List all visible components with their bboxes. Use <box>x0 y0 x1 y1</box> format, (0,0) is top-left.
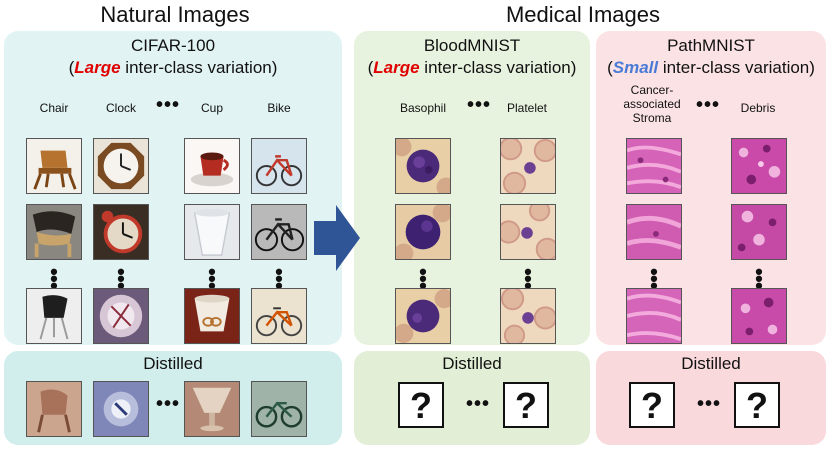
basophil-image-2 <box>395 204 451 260</box>
class-label-clock: Clock <box>105 101 136 115</box>
bloodmnist-class-ellipsis: ••• <box>466 94 491 116</box>
stroma-image-3 <box>626 288 682 344</box>
bloodmnist-title: BloodMNIST <box>423 36 521 55</box>
transition-arrow-icon <box>314 205 360 271</box>
debris-image-3 <box>731 288 787 344</box>
class-label-cup: Cup <box>200 101 223 115</box>
class-label-cancer-stroma-line2: associated <box>623 97 681 111</box>
platelet-image-1 <box>500 138 556 194</box>
cifar-variation-emphasis: Large <box>74 58 121 77</box>
cifar-variation-open: ( <box>68 58 75 77</box>
pathmnist-distilled-ellipsis: ••• <box>696 393 721 415</box>
cup-column-vdots: ••• <box>208 259 216 298</box>
class-label-debris: Debris <box>740 101 776 115</box>
pathmnist-unknown-question-1: ? <box>629 382 675 428</box>
class-label-cancer-stroma-line3: Stroma <box>632 111 672 125</box>
chair-image-3 <box>26 288 82 344</box>
class-label-bike: Bike <box>267 101 291 115</box>
bike-image-1 <box>251 138 307 194</box>
class-label-cancer-stroma-line1: Cancer- <box>630 83 674 97</box>
cup-image-2 <box>184 204 240 260</box>
class-label-platelet: Platelet <box>506 101 548 115</box>
bloodmnist-variation-emphasis: Large <box>373 58 420 77</box>
debris-image-2 <box>731 204 787 260</box>
bloodmnist-distilled-ellipsis: ••• <box>465 393 490 415</box>
cifar-distilled-label: Distilled <box>143 354 203 373</box>
chair-column-vdots: ••• <box>50 259 58 298</box>
basophil-image-3 <box>395 288 451 344</box>
bike-column-vdots: ••• <box>275 259 283 298</box>
chair-image-1 <box>26 138 82 194</box>
debris-image-1 <box>731 138 787 194</box>
cifar-variation-rest: inter-class variation) <box>120 58 278 77</box>
platelet-image-2 <box>500 204 556 260</box>
medical-images-header: Medical Images <box>505 2 661 27</box>
natural-images-header: Natural Images <box>100 2 250 27</box>
basophil-column-vdots: ••• <box>419 259 427 298</box>
cifar-distilled-ellipsis: ••• <box>155 393 180 415</box>
platelet-image-3 <box>500 288 556 344</box>
distilled-chair-image <box>26 381 82 437</box>
clock-image-1 <box>93 138 149 194</box>
bike-image-2 <box>251 204 307 260</box>
cifar-class-ellipsis: ••• <box>155 94 180 116</box>
bloodmnist-distilled-label: Distilled <box>442 354 502 373</box>
bloodmnist-distilled-panel <box>354 351 590 445</box>
basophil-image-1 <box>395 138 451 194</box>
clock-column-vdots: ••• <box>117 259 125 298</box>
bike-image-3 <box>251 288 307 344</box>
pathmnist-variation-open: ( <box>607 58 613 77</box>
clock-image-2 <box>93 204 149 260</box>
stroma-image-2 <box>626 204 682 260</box>
class-label-chair: Chair <box>39 101 69 115</box>
distilled-clock-image <box>93 381 149 437</box>
pathmnist-variation: (Small inter-class variation) <box>596 58 826 78</box>
clock-image-3 <box>93 288 149 344</box>
pathmnist-title: PathMNIST <box>667 36 755 55</box>
pathmnist-distilled-label: Distilled <box>681 354 741 373</box>
distilled-cup-image <box>184 381 240 437</box>
class-label-cancer-stroma: Cancer- associated Stroma <box>612 83 692 125</box>
distilled-bike-image <box>251 381 307 437</box>
pathmnist-class-ellipsis: ••• <box>695 94 720 116</box>
cup-image-3 <box>184 288 240 344</box>
pathmnist-unknown-question-2: ? <box>734 382 780 428</box>
cifar-title: CIFAR-100 <box>130 36 216 55</box>
pathmnist-variation-emphasis: Small <box>612 58 659 77</box>
cup-image-1 <box>184 138 240 194</box>
bloodmnist-unknown-question-2: ? <box>503 382 549 428</box>
debris-column-vdots: ••• <box>755 259 763 298</box>
cifar-variation: (Large inter-class variation) <box>4 58 342 78</box>
chair-image-2 <box>26 204 82 260</box>
class-label-basophil: Basophil <box>399 101 447 115</box>
stroma-column-vdots: ••• <box>650 259 658 298</box>
platelet-column-vdots: ••• <box>524 259 532 298</box>
pathmnist-variation-rest: inter-class variation) <box>658 58 815 77</box>
stroma-image-1 <box>626 138 682 194</box>
bloodmnist-variation-open: ( <box>367 58 374 77</box>
bloodmnist-unknown-question-1: ? <box>398 382 444 428</box>
bloodmnist-variation: (Large inter-class variation) <box>354 58 590 78</box>
bloodmnist-variation-rest: inter-class variation) <box>419 58 577 77</box>
